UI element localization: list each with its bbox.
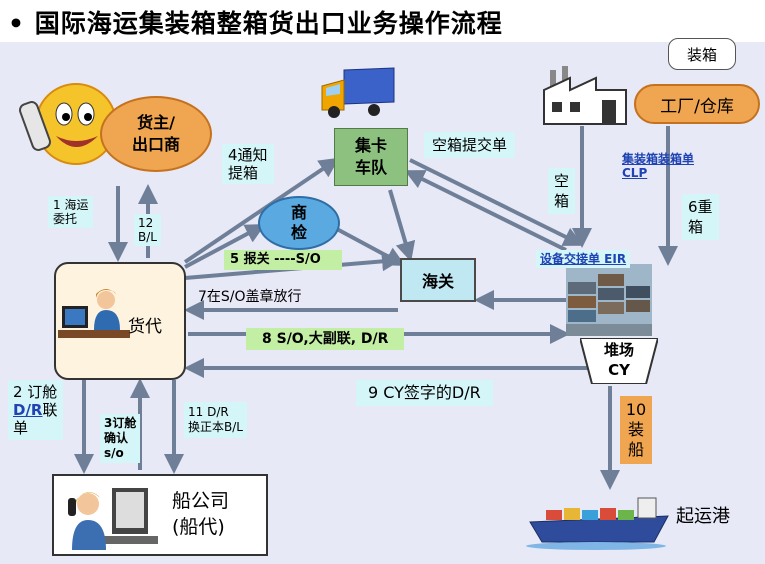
title-text: 国际海运集装箱整箱货出口业务操作流程	[34, 9, 503, 38]
factory-icon	[540, 62, 632, 128]
inspection-node[interactable]: 商 检	[258, 196, 340, 250]
carrier-label: 船公司 (船代)	[172, 490, 230, 538]
label-empty-submit: 空箱提交单	[424, 132, 516, 158]
office-worker-icon	[58, 289, 130, 338]
port-label: 起运港	[676, 506, 730, 527]
label-4-notify: 4通知 提箱	[222, 144, 274, 184]
label-2-booking: 2 订舱 D/R联 单	[8, 380, 63, 440]
label-empty-box: 空 箱	[548, 168, 576, 214]
carrier-node[interactable]: 船公司 (船代)	[52, 474, 268, 556]
label-clp-en: CLP	[622, 166, 648, 180]
arrow-yard-trucking	[404, 170, 567, 252]
packing-callout: 装箱	[668, 38, 736, 70]
label-12-bl: 12 B/L	[134, 214, 161, 246]
forwarder-node[interactable]: 货代	[54, 262, 186, 380]
label-5-declare: 5 报关 ----S/O	[224, 250, 342, 270]
label-9-cy-dr: 9 CY签字的D/R	[356, 380, 493, 406]
label-eir: 设备交接单 EIR	[536, 250, 631, 268]
label-11-exchange: 11 D/R 换正本B/L	[184, 402, 247, 438]
label-6-heavy: 6重 箱	[682, 194, 719, 240]
label-8-so: 8 S/O,大副联, D/R	[246, 328, 405, 350]
label-clp: 集装箱装箱单 CLP	[622, 152, 694, 180]
trucking-node[interactable]: 集卡 车队	[334, 128, 408, 186]
arrow-trucking-yard	[409, 158, 584, 246]
yard-node[interactable]: 堆场 CY	[580, 338, 658, 384]
label-7-release: 7在S/O盖章放行	[198, 289, 302, 305]
cargo-ship-icon	[526, 486, 676, 550]
label-2-rest: 联 单	[13, 401, 58, 437]
yard-label: 堆场 CY	[603, 341, 634, 379]
title-bullet: •	[8, 9, 25, 38]
label-3-confirm: 3订舱 确认 s/o	[100, 414, 141, 463]
label-2-line1: 2 订舱	[13, 383, 58, 401]
forwarder-label: 货代	[128, 317, 162, 337]
phone-worker-icon	[68, 488, 158, 550]
arrow-trucking-customs	[388, 189, 416, 262]
page-title: • 国际海运集装箱整箱货出口业务操作流程	[8, 4, 503, 40]
factory-node[interactable]: 工厂/仓库	[634, 84, 760, 124]
shipper-node[interactable]: 货主/ 出口商	[100, 96, 212, 172]
label-10-load: 10 装 船	[620, 396, 652, 464]
arrow-4-notify	[183, 157, 340, 264]
truck-icon	[318, 66, 396, 120]
label-1-entrust: 1 海运 委托	[48, 196, 94, 228]
arrow-to-inspection	[184, 224, 266, 269]
label-2-dr: D/R	[13, 401, 43, 419]
label-clp-cn: 集装箱装箱单	[622, 152, 695, 166]
customs-node[interactable]: 海关	[400, 258, 476, 302]
container-yard-icon	[566, 264, 652, 336]
